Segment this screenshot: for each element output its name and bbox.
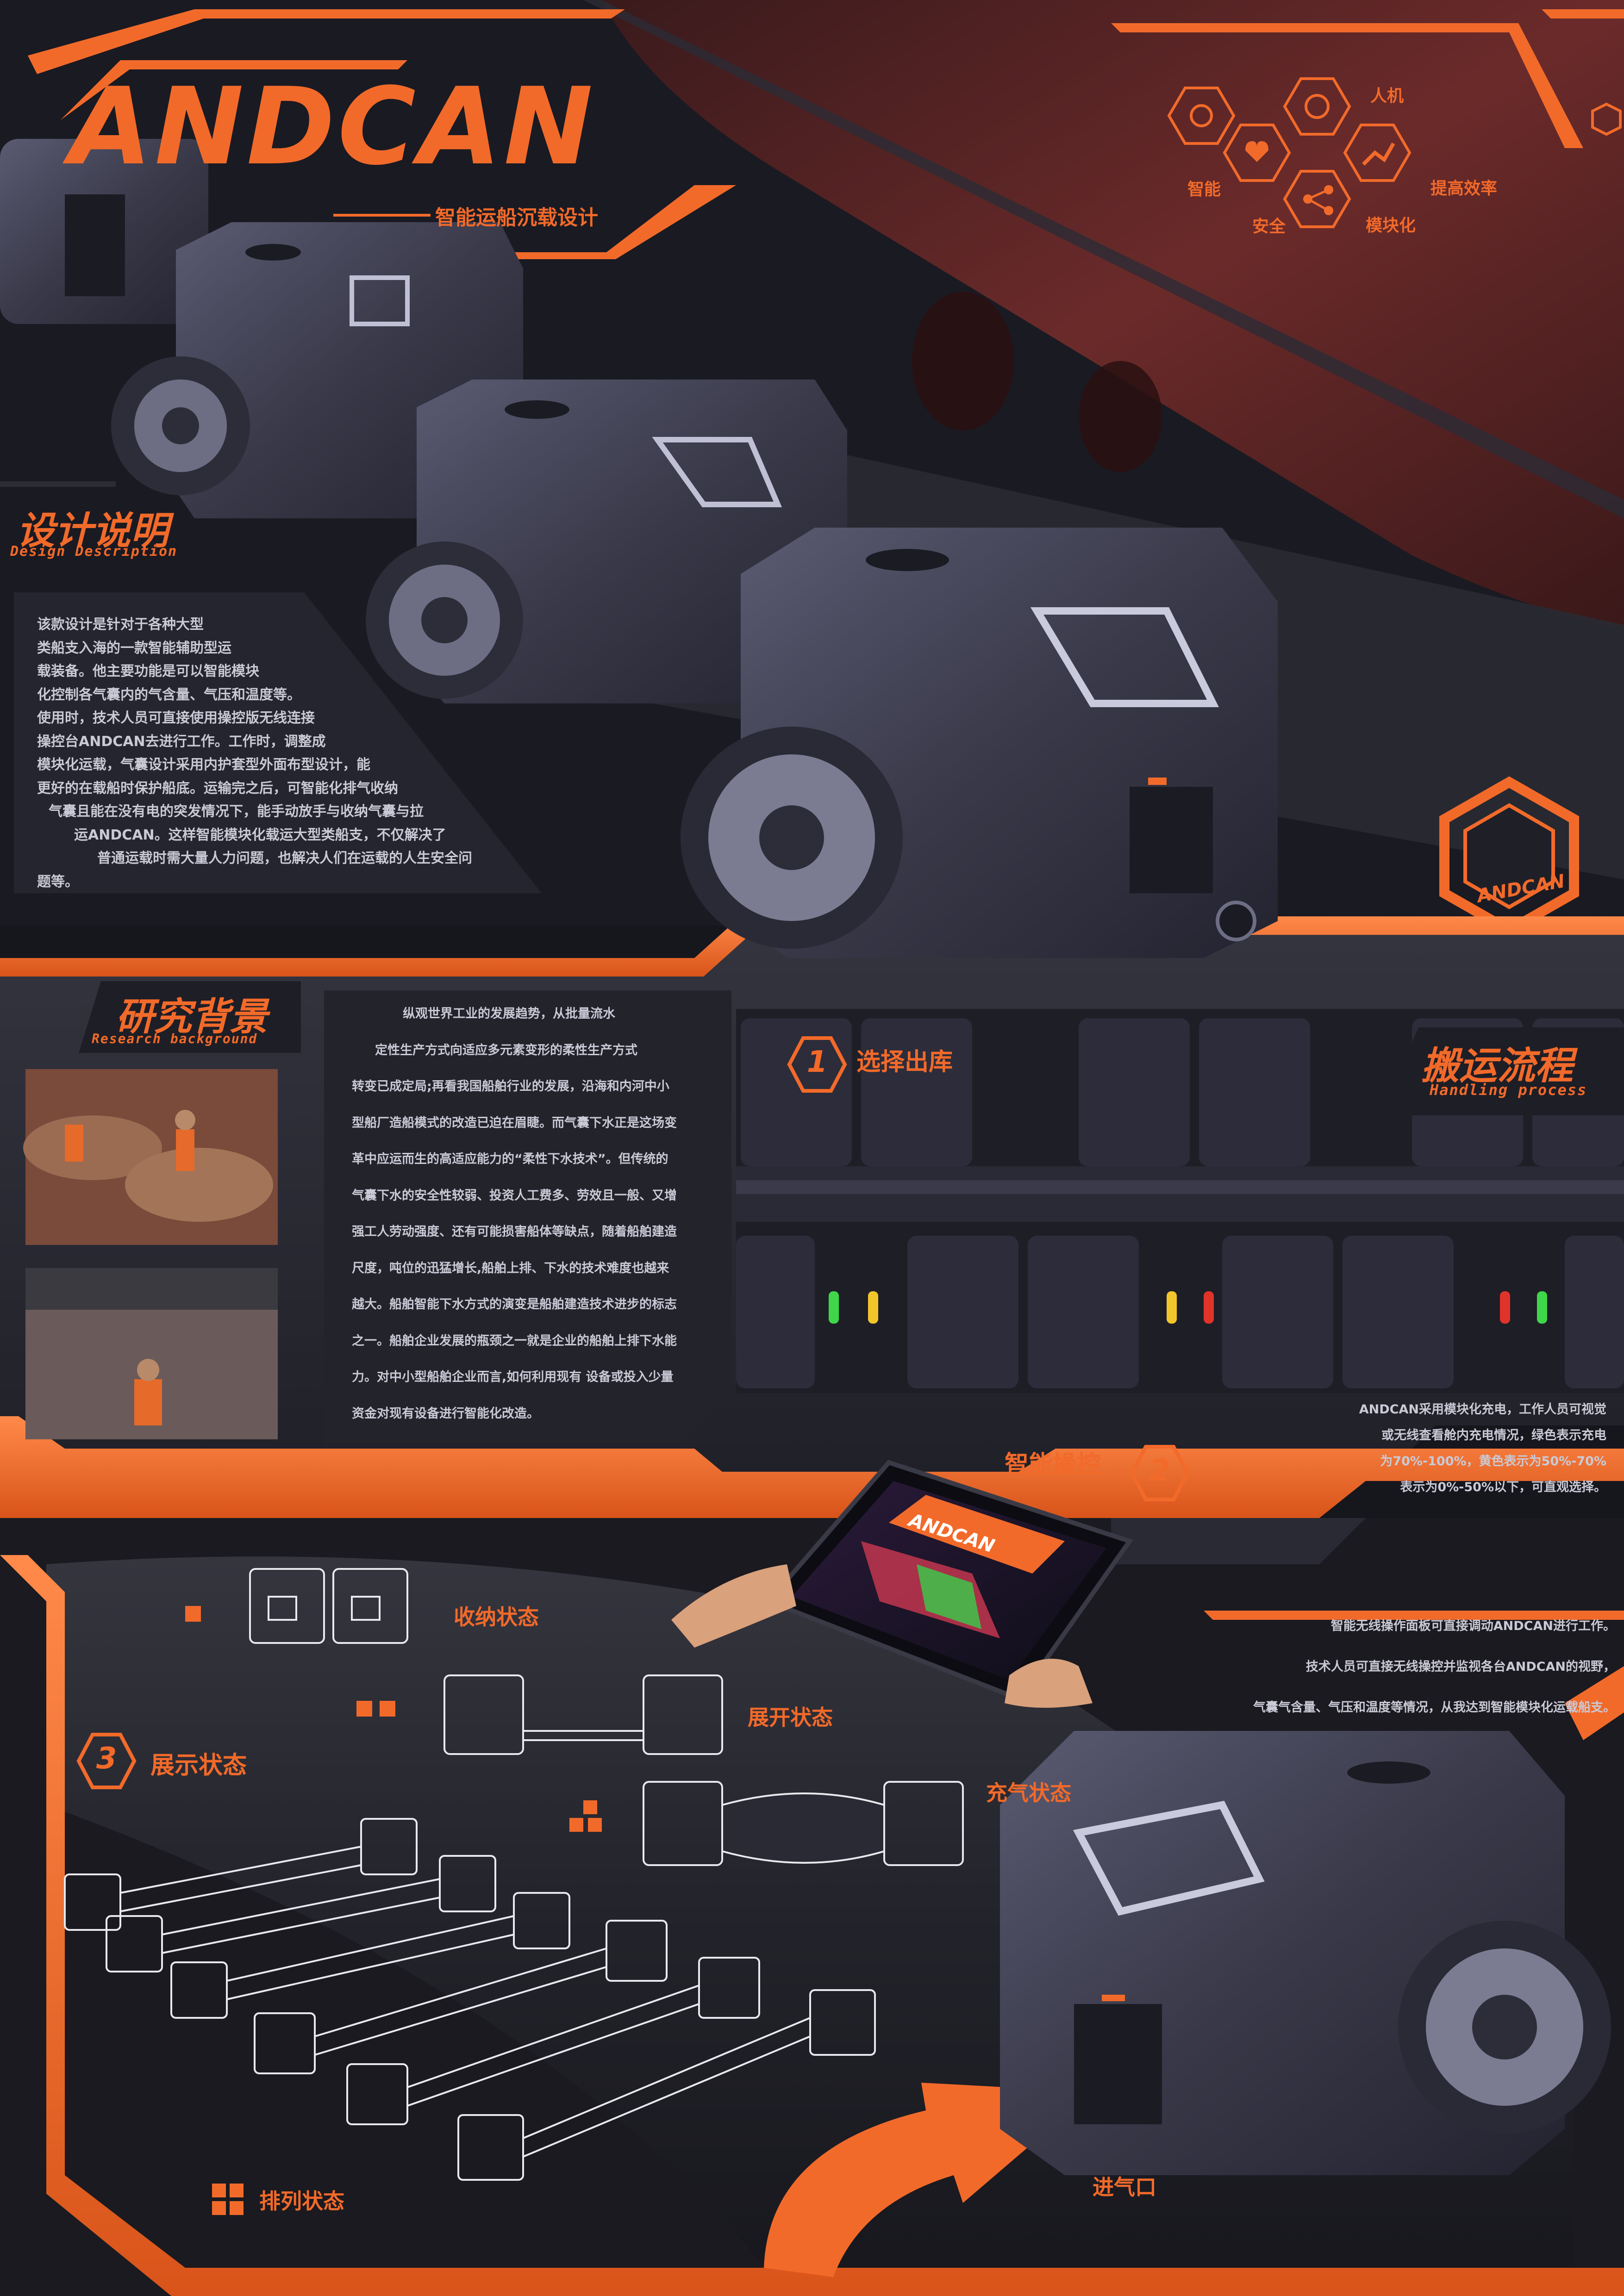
state-marker-arrange-2	[230, 2184, 244, 2197]
control-text: 智能无线操作面板可直接调动ANDCAN进行工作。 技术人员可直接无线操控并监视各…	[1253, 1619, 1616, 1715]
frame-line	[28, 9, 625, 74]
badge-hexagon	[1439, 776, 1579, 936]
brand-logo: ANDCAN	[69, 65, 596, 189]
state-marker-inflate-3	[588, 1818, 602, 1832]
brand-subtitle-line	[333, 214, 431, 217]
wireframe-inflate	[643, 1781, 964, 1866]
state-label-storage: 收纳状态	[454, 1605, 539, 1630]
charge-light-green	[829, 1291, 839, 1324]
wireframe-arrange	[64, 1818, 876, 2181]
step3-number: 3	[96, 1742, 117, 1776]
feature-label-mokuaihua: 模块化	[1366, 216, 1416, 235]
research-title-panel	[79, 981, 301, 1053]
step2-number: 2	[1149, 1454, 1170, 1488]
research-title: 研究背景	[116, 995, 268, 1039]
share-nodes-icon	[1283, 170, 1351, 228]
section-divider	[0, 1416, 1624, 1518]
andcan-device-render	[366, 380, 847, 703]
feature-icons	[1167, 77, 1412, 228]
charge-light-red	[1204, 1291, 1214, 1324]
step1-number: 1	[806, 1045, 828, 1079]
wireframe-unfold	[443, 1674, 723, 1755]
charge-light-yellow	[868, 1291, 878, 1324]
state-label-arrange: 排列状态	[259, 2189, 344, 2214]
hull-porthole	[912, 292, 1014, 430]
charge-light-red	[1500, 1291, 1510, 1324]
step1-hex-icon	[787, 1036, 847, 1093]
wireframe-storage	[249, 1568, 408, 1644]
research-title-en: Research background	[92, 1031, 258, 1046]
andcan-device-render	[681, 528, 1278, 958]
design-title: 设计说明	[17, 509, 169, 553]
step2-label: 智能操控	[1005, 1451, 1101, 1479]
state-marker-inflate-2	[569, 1818, 583, 1832]
feature-label-anquan: 安全	[1252, 217, 1286, 236]
feature-label-zhineng: 智能	[1187, 180, 1221, 199]
storage-rack	[736, 1166, 1624, 1222]
design-title-en: Design Description	[10, 543, 178, 560]
state-marker-arrange	[212, 2184, 226, 2197]
heart-icon	[1223, 124, 1291, 182]
feature-label-tigaoxiaolv: 提高效率	[1430, 179, 1498, 198]
charge-light-green	[1537, 1291, 1547, 1324]
andcan-device-render	[1000, 1731, 1611, 2175]
andcan-device-render	[0, 139, 208, 324]
step3-label: 展示状态	[150, 1752, 247, 1780]
design-text: 该款设计是针对于各种大型 类船支入海的一款智能辅助型运 载装备。他主要功能是可以…	[37, 616, 472, 890]
control-tablet	[671, 1460, 1133, 1708]
state-marker-unfold-2	[380, 1701, 395, 1717]
step3-hex-icon	[76, 1733, 137, 1789]
state-marker-arrange-4	[230, 2201, 244, 2215]
state-marker-unfold	[356, 1701, 372, 1717]
charge-text: ANDCAN采用模块化充电，工作人员可视觉 或无线查看舱内充电情况，绿色表示充电…	[1359, 1402, 1606, 1494]
state-marker-inflate	[583, 1800, 597, 1814]
robot-head-icon	[1283, 77, 1351, 136]
process-title-en: Handling process	[1430, 1081, 1587, 1099]
brand-subtitle: 智能运船沉载设计	[435, 206, 598, 230]
process-title-panel	[1380, 1027, 1624, 1115]
brain-icon	[1167, 87, 1236, 145]
charge-light-yellow	[1167, 1291, 1177, 1324]
hull-porthole	[1079, 361, 1162, 472]
state-marker-storage	[185, 1606, 201, 1622]
air-inlet-label: 进气口	[1093, 2175, 1156, 2200]
feature-label-renji: 人机	[1370, 87, 1404, 106]
rack-devices-bottom	[736, 1236, 1624, 1388]
research-text: 纵观世界工业的发展趋势，从批量流水 定性生产方式向适应多元素变形的柔性生产方式 …	[352, 1007, 677, 1421]
research-text-panel	[324, 990, 731, 1444]
state-label-inflate: 充气状态	[986, 1780, 1071, 1805]
step1-label: 选择出库	[856, 1048, 953, 1076]
step2-hex-icon	[1130, 1445, 1190, 1501]
trend-up-icon	[1343, 124, 1412, 182]
state-label-unfold: 展开状态	[748, 1705, 833, 1730]
state-marker-arrange-3	[212, 2201, 226, 2215]
process-title: 搬运流程	[1421, 1044, 1573, 1088]
